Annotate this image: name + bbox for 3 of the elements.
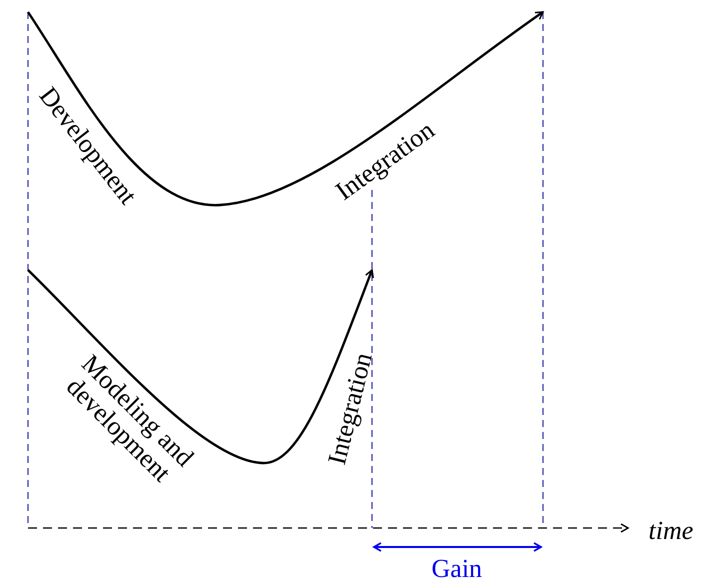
axis-label: time bbox=[648, 516, 694, 544]
dimension-label: Gain bbox=[432, 554, 482, 580]
curve-label: Integration bbox=[323, 350, 378, 467]
